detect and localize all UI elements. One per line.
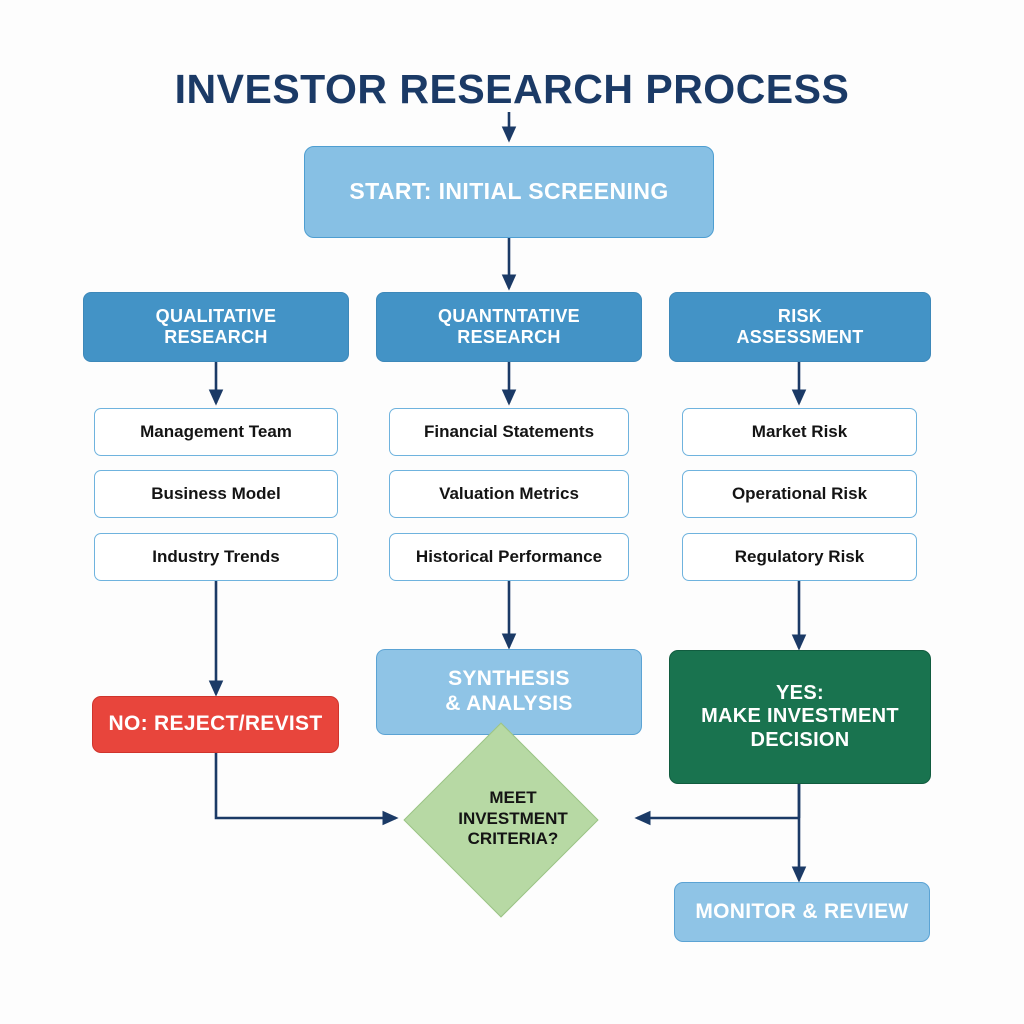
column-header-quantitative[interactable]: QUANTNTATIVE RESEARCH: [376, 292, 642, 362]
item-historical-performance[interactable]: Historical Performance: [389, 533, 629, 581]
item-management-team[interactable]: Management Team: [94, 408, 338, 456]
criteria-decision-diamond[interactable]: MEET INVESTMENT CRITERIA?: [403, 722, 599, 918]
diamond-label: MEET INVESTMENT CRITERIA?: [458, 788, 568, 849]
column-header-qualitative[interactable]: QUALITATIVE RESEARCH: [83, 292, 349, 362]
column-header-risk[interactable]: RISK ASSESSMENT: [669, 292, 931, 362]
reject-node[interactable]: NO: REJECT/REVIST: [92, 696, 339, 753]
item-market-risk[interactable]: Market Risk: [682, 408, 917, 456]
item-business-model[interactable]: Business Model: [94, 470, 338, 518]
page-title: INVESTOR RESEARCH PROCESS: [174, 66, 850, 112]
item-industry-trends[interactable]: Industry Trends: [94, 533, 338, 581]
investment-decision-node[interactable]: YES: MAKE INVESTMENT DECISION: [669, 650, 931, 784]
monitor-review-node[interactable]: MONITOR & REVIEW: [674, 882, 930, 942]
item-valuation-metrics[interactable]: Valuation Metrics: [389, 470, 629, 518]
arrow-reject-to-criteria: [214, 753, 399, 826]
item-regulatory-risk[interactable]: Regulatory Risk: [682, 533, 917, 581]
item-financial-statements[interactable]: Financial Statements: [389, 408, 629, 456]
start-node[interactable]: START: INITIAL SCREENING: [304, 146, 714, 238]
item-operational-risk[interactable]: Operational Risk: [682, 470, 917, 518]
synthesis-node[interactable]: SYNTHESIS & ANALYSIS: [376, 649, 642, 735]
